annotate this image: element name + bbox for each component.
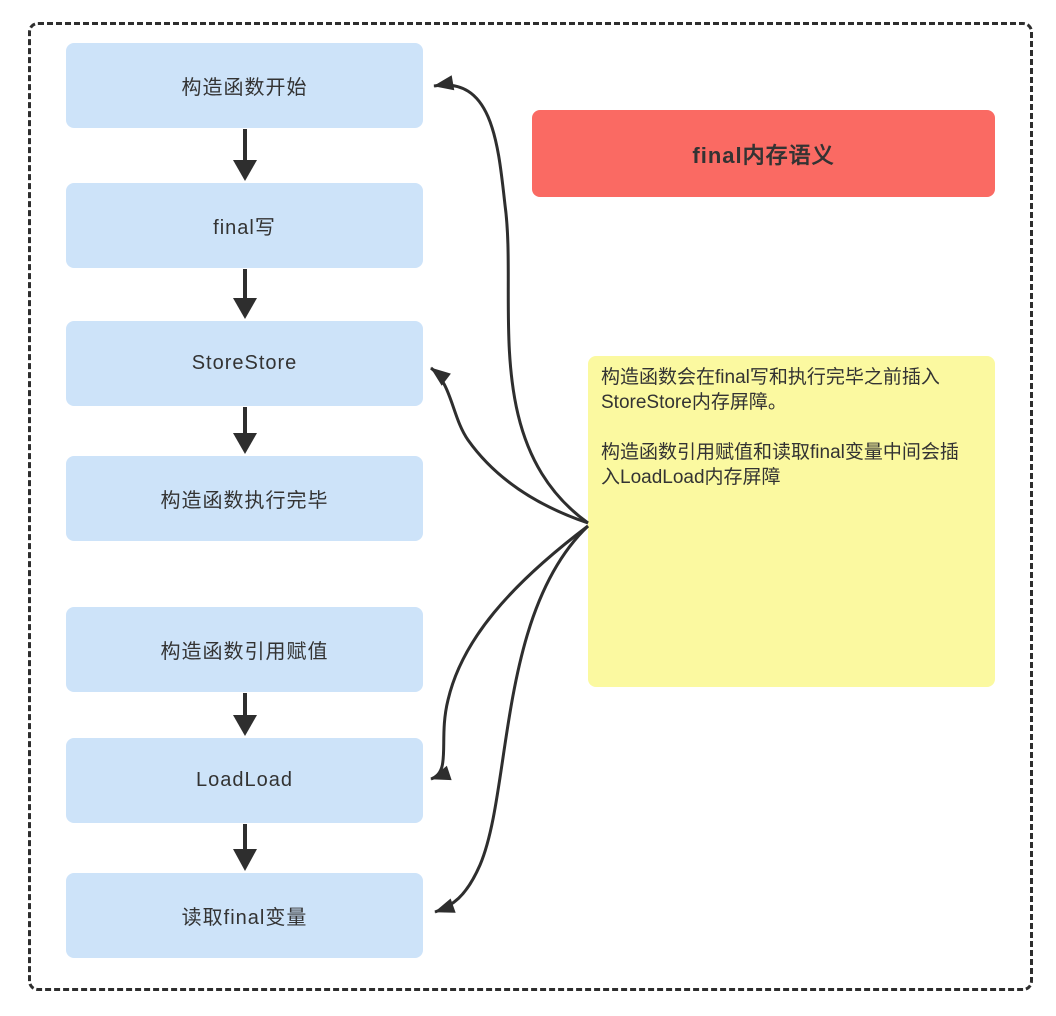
page-title: final内存语义 <box>692 142 835 168</box>
note-box: 构造函数会在final写和执行完毕之前插入 StoreStore内存屏障。 构造… <box>588 356 995 687</box>
note-line: StoreStore内存屏障。 <box>601 392 787 413</box>
note-line: 入LoadLoad内存屏障 <box>601 467 781 488</box>
flow-box-label: 构造函数引用赋值 <box>160 641 329 663</box>
dashed-frame <box>28 22 1033 991</box>
flow-box-load-load: LoadLoad <box>66 738 423 823</box>
flow-box-final-write: final写 <box>66 183 423 268</box>
flow-box-ctor-start: 构造函数开始 <box>66 43 423 128</box>
flow-box-label: 构造函数执行完毕 <box>160 490 329 512</box>
flow-box-label: 读取final变量 <box>181 907 308 929</box>
flow-box-label: StoreStore <box>191 352 298 374</box>
flow-box-store-store: StoreStore <box>66 321 423 406</box>
flow-box-label: 构造函数开始 <box>181 77 308 99</box>
flow-box-label: final写 <box>213 217 276 239</box>
flow-box-read-final: 读取final变量 <box>66 873 423 958</box>
flow-box-label: LoadLoad <box>196 769 293 791</box>
note-line: 构造函数引用赋值和读取final变量中间会插 <box>601 442 959 463</box>
flow-box-ctor-finished: 构造函数执行完毕 <box>66 456 423 541</box>
note-line <box>601 415 982 440</box>
flow-box-ctor-ref-assign: 构造函数引用赋值 <box>66 607 423 692</box>
note-line: 构造函数会在final写和执行完毕之前插入 <box>601 367 940 388</box>
title-box: final内存语义 <box>532 110 995 197</box>
